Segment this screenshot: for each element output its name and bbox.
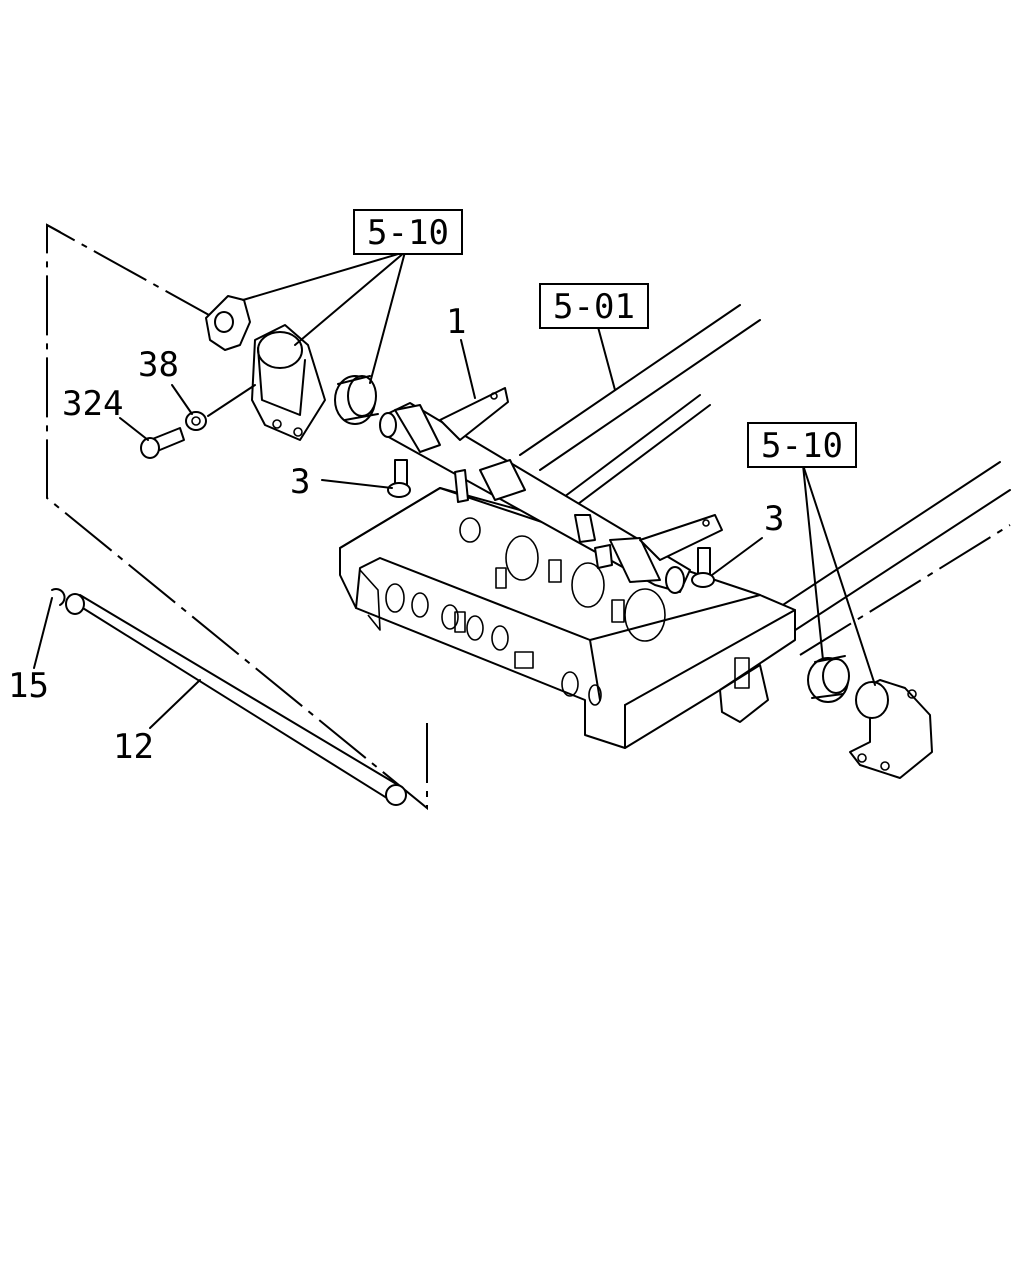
leader-lines	[33, 251, 876, 729]
part-3-bolt-right	[697, 547, 711, 577]
part-15-snap-ring	[51, 588, 66, 606]
ref-box-5-10-top	[353, 209, 463, 255]
label-part-15: 15	[8, 666, 49, 706]
right-bracket-assembly	[807, 655, 933, 779]
ref-box-5-10-right	[747, 422, 857, 468]
label-5-01: 5-01	[553, 287, 635, 327]
label-part-3-right: 3	[764, 499, 784, 539]
label-part-1: 1	[446, 302, 466, 342]
label-part-12: 12	[113, 727, 154, 767]
label-5-10-right: 5-10	[761, 426, 843, 466]
label-part-324: 324	[62, 384, 123, 424]
part-number-labels: 1 38 324 3 3 15 12	[8, 302, 784, 767]
part-38-nut	[185, 411, 207, 431]
label-part-3-left: 3	[290, 462, 310, 502]
label-part-38: 38	[138, 345, 179, 385]
explode-frame	[46, 223, 428, 811]
left-bracket-assembly	[205, 295, 379, 441]
part-12-rod	[69, 594, 399, 801]
part-3-bolt-left	[394, 459, 408, 486]
label-5-10-top: 5-10	[367, 213, 449, 253]
ref-box-5-01	[539, 283, 649, 329]
fasteners	[51, 411, 715, 806]
part-1-crossbar	[379, 387, 723, 594]
reference-boxes: 5-10 5-01 5-10	[353, 209, 857, 468]
frame-side-rails	[519, 304, 1011, 656]
